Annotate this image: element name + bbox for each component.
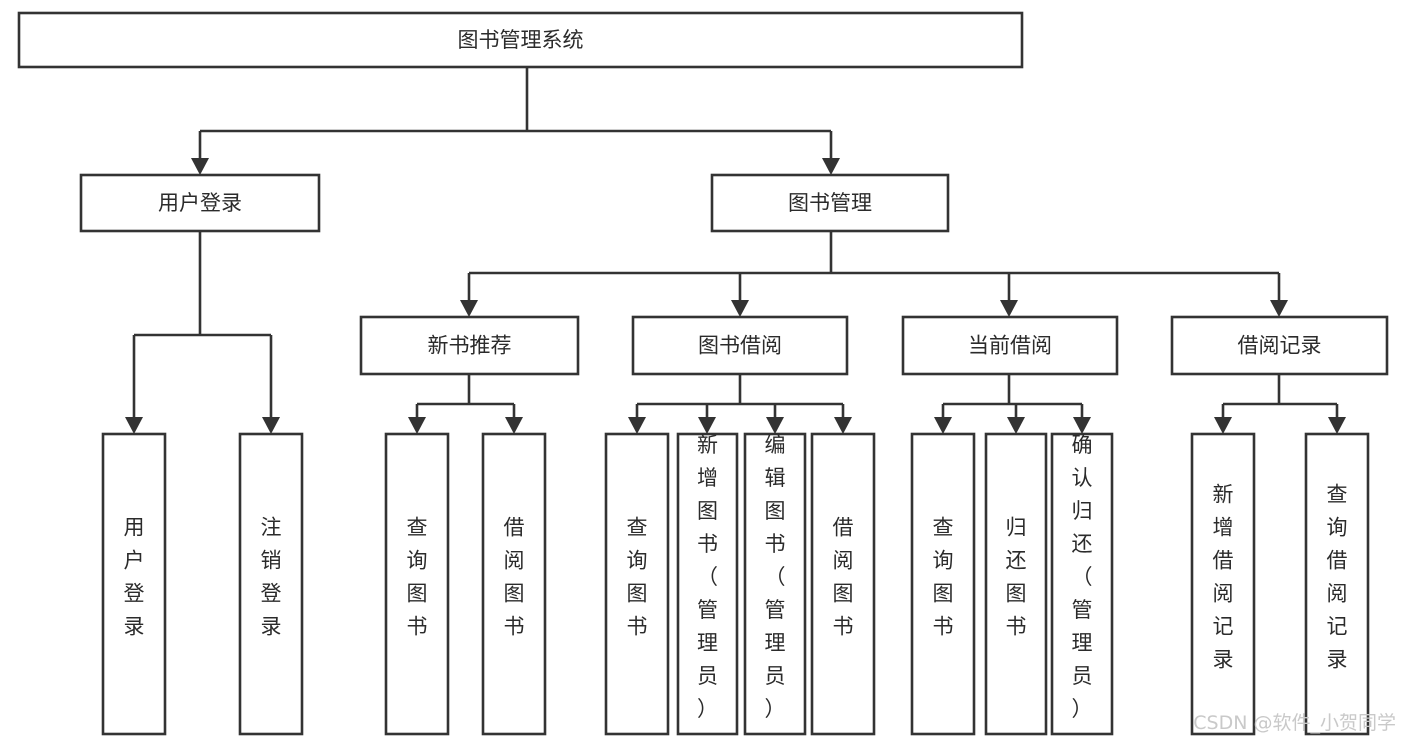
node-label-leaf-query-borrow-record: 查询借阅记录 [1327, 483, 1348, 672]
node-box-leaf-query-borrow-record[interactable] [1304, 432, 1370, 736]
arrow-head-icon [191, 158, 209, 175]
node-root[interactable]: 图书管理系统 [17, 11, 1024, 69]
arrow-head-icon [628, 417, 646, 434]
arrow-head-icon [766, 417, 784, 434]
arrow-head-icon [834, 417, 852, 434]
node-label-leaf-confirm-return-admin: 确认归还（管理员） [1072, 433, 1093, 721]
node-box-leaf-query-book-borrow[interactable] [604, 432, 670, 736]
node-label-leaf-logout: 注销登录 [261, 516, 282, 639]
arrow-head-icon [934, 417, 952, 434]
node-box-book-management[interactable] [710, 173, 950, 233]
node-leaf-return-book[interactable]: 归还图书 [984, 432, 1048, 736]
node-box-borrow-record[interactable] [1170, 315, 1389, 376]
node-label-leaf-user-login: 用户登录 [124, 516, 145, 639]
arrow-head-icon [1007, 417, 1025, 434]
node-leaf-add-book-admin[interactable]: 新增图书（管理员） [676, 432, 739, 736]
node-label-leaf-query-book-current: 查询图书 [933, 516, 954, 639]
node-box-leaf-add-book-admin[interactable] [676, 432, 739, 736]
node-box-leaf-user-login[interactable] [101, 432, 167, 736]
node-label-leaf-add-borrow-record: 新增借阅记录 [1213, 483, 1234, 672]
node-user-login[interactable]: 用户登录 [79, 173, 321, 233]
node-book-management[interactable]: 图书管理 [710, 173, 950, 233]
node-label-leaf-add-book-admin: 新增图书（管理员） [697, 433, 718, 721]
node-box-leaf-borrow-book-recommend[interactable] [481, 432, 547, 736]
node-label-leaf-return-book: 归还图书 [1006, 516, 1027, 639]
arrow-head-icon [1000, 300, 1018, 317]
node-leaf-user-login[interactable]: 用户登录 [101, 432, 167, 736]
csdn-watermark: CSDN @软件_小贺同学 [1193, 712, 1396, 734]
node-leaf-query-book-borrow[interactable]: 查询图书 [604, 432, 670, 736]
node-box-book-borrow[interactable] [631, 315, 849, 376]
arrow-head-icon [1328, 417, 1346, 434]
node-box-leaf-confirm-return-admin[interactable] [1050, 432, 1114, 736]
connectors-layer [125, 67, 1346, 434]
node-label-root: 图书管理系统 [458, 28, 584, 52]
node-box-leaf-edit-book-admin[interactable] [743, 432, 807, 736]
node-box-user-login[interactable] [79, 173, 321, 233]
node-label-book-management: 图书管理 [788, 191, 872, 215]
node-label-current-borrow: 当前借阅 [968, 334, 1052, 358]
node-box-new-book-recommend[interactable] [359, 315, 580, 376]
arrow-head-icon [460, 300, 478, 317]
node-book-borrow[interactable]: 图书借阅 [631, 315, 849, 376]
node-label-leaf-query-book-borrow: 查询图书 [627, 516, 648, 639]
node-box-leaf-add-borrow-record[interactable] [1190, 432, 1256, 736]
node-borrow-record[interactable]: 借阅记录 [1170, 315, 1389, 376]
arrow-head-icon [1214, 417, 1232, 434]
node-leaf-borrow-book[interactable]: 借阅图书 [810, 432, 876, 736]
node-box-current-borrow[interactable] [901, 315, 1119, 376]
node-label-leaf-borrow-book: 借阅图书 [833, 516, 854, 639]
node-leaf-edit-book-admin[interactable]: 编辑图书（管理员） [743, 432, 807, 736]
node-leaf-query-borrow-record[interactable]: 查询借阅记录 [1304, 432, 1370, 736]
node-box-leaf-query-book-current[interactable] [910, 432, 976, 736]
node-new-book-recommend[interactable]: 新书推荐 [359, 315, 580, 376]
node-box-leaf-query-book-recommend[interactable] [384, 432, 450, 736]
node-label-leaf-borrow-book-recommend: 借阅图书 [504, 516, 525, 639]
arrow-head-icon [408, 417, 426, 434]
node-label-new-book-recommend: 新书推荐 [428, 334, 512, 358]
node-leaf-confirm-return-admin[interactable]: 确认归还（管理员） [1050, 432, 1114, 736]
node-current-borrow[interactable]: 当前借阅 [901, 315, 1119, 376]
node-box-leaf-logout[interactable] [238, 432, 304, 736]
node-label-leaf-query-book-recommend: 查询图书 [407, 516, 428, 639]
node-label-user-login: 用户登录 [158, 191, 242, 215]
node-label-book-borrow: 图书借阅 [698, 334, 782, 358]
arrow-head-icon [1073, 417, 1091, 434]
node-leaf-logout[interactable]: 注销登录 [238, 432, 304, 736]
arrow-head-icon [505, 417, 523, 434]
node-leaf-borrow-book-recommend[interactable]: 借阅图书 [481, 432, 547, 736]
node-label-borrow-record: 借阅记录 [1238, 334, 1322, 358]
arrow-head-icon [1270, 300, 1288, 317]
node-leaf-query-book-recommend[interactable]: 查询图书 [384, 432, 450, 736]
node-leaf-query-book-current[interactable]: 查询图书 [910, 432, 976, 736]
node-box-root[interactable] [17, 11, 1024, 69]
arrow-head-icon [125, 417, 143, 434]
node-label-leaf-edit-book-admin: 编辑图书（管理员） [765, 433, 786, 721]
arrow-head-icon [822, 158, 840, 175]
node-box-leaf-borrow-book[interactable] [810, 432, 876, 736]
node-box-leaf-return-book[interactable] [984, 432, 1048, 736]
arrow-head-icon [731, 300, 749, 317]
node-leaf-add-borrow-record[interactable]: 新增借阅记录 [1190, 432, 1256, 736]
arrow-head-icon [262, 417, 280, 434]
nodes-layer: 图书管理系统用户登录图书管理新书推荐图书借阅当前借阅借阅记录用户登录注销登录查询… [17, 11, 1389, 736]
arrow-head-icon [698, 417, 716, 434]
